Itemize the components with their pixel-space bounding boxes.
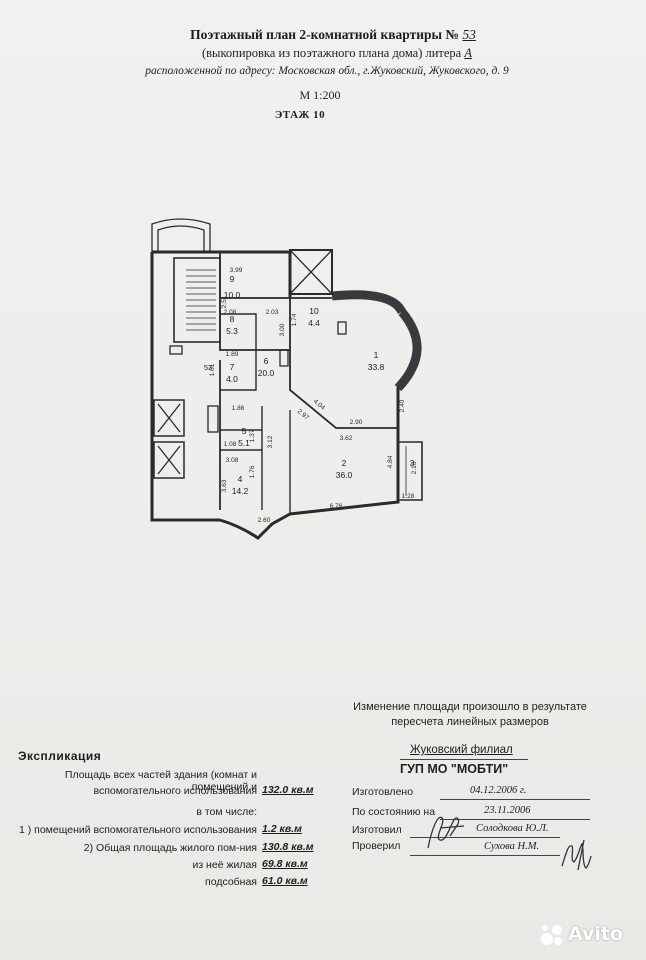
room-5-area: 5.1 <box>238 438 250 448</box>
signature-line <box>410 855 560 856</box>
explication-label: в том числе: <box>196 806 257 818</box>
signature-line <box>410 837 560 838</box>
checked-by-name: Сухова Н.М. <box>484 841 540 852</box>
explication-title: Экспликация <box>18 749 102 763</box>
dim-label: 2.03 <box>266 309 279 316</box>
dim-label: 2.60 <box>258 517 271 524</box>
dim-label: 4.84 <box>387 455 394 468</box>
room-8-id: 8 <box>230 314 235 324</box>
room-6-area: 20.0 <box>258 368 275 378</box>
explication-value: 130.8 кв.м <box>262 841 314 853</box>
litera: А <box>464 46 472 60</box>
shaft <box>289 249 333 295</box>
explication-value: 132.0 кв.м <box>262 784 314 796</box>
dim-label: 1.01 <box>209 363 216 376</box>
dim-label: 3.12 <box>267 435 274 448</box>
floor-plan: 1 33.8 2 36.0 3 4 14.2 5 5.1 6 20.0 7 4.… <box>150 218 423 540</box>
explication-value: 1.2 кв.м <box>262 823 302 835</box>
dim-label: 2.51 <box>221 295 228 308</box>
apartment-mark: 53 <box>204 363 212 372</box>
bay-window <box>331 290 407 315</box>
organization-name: ГУП МО "МОБТИ" <box>400 762 509 776</box>
page-title: Поэтажный план 2-комнатной квартиры № 53 <box>0 27 646 43</box>
made-date: 04.12.2006 г. <box>470 785 527 796</box>
address: расположенной по адресу: Московская обл.… <box>145 65 509 77</box>
explication-label: подсобная <box>205 876 257 888</box>
dim-label: 3.62 <box>340 435 353 442</box>
fixture <box>169 345 183 355</box>
room-4-area: 14.2 <box>232 486 249 496</box>
made-label: Изготовлено <box>352 786 414 798</box>
status-date: 23.11.2006 <box>484 805 531 816</box>
status-label: По состоянию на <box>352 806 436 818</box>
room-2-area: 36.0 <box>336 470 353 480</box>
dim-label: 1.28 <box>402 493 415 500</box>
signature-line <box>440 799 590 800</box>
signature-line <box>440 819 590 820</box>
dim-label: 2.08 <box>224 309 237 316</box>
dim-label: 2.90 <box>350 419 363 426</box>
lift-1 <box>153 399 185 437</box>
dim-label: 1.86 <box>232 405 245 412</box>
floor-label: ЭТАЖ 10 <box>274 109 326 121</box>
dim-label: 1.08 <box>224 441 237 448</box>
explication-label: из неё жилая <box>192 859 257 871</box>
outer-wall-bottom <box>219 472 400 540</box>
page-subtitle: (выкопировка из поэтажного плана дома) л… <box>0 46 646 61</box>
explication-label: 1 ) помещений вспомогательного использов… <box>18 824 257 836</box>
outer-wall-left <box>150 252 220 522</box>
subtitle-prefix: (выкопировка из поэтажного плана дома) л… <box>201 46 462 60</box>
dim-label: 1.76 <box>249 465 256 478</box>
note-line-2: пересчета линейных размеров <box>391 716 549 728</box>
room-3-outline <box>398 441 423 501</box>
dim-label: 1.37 <box>249 429 256 442</box>
explication-label: Площадь всех частей здания (комнат и пом… <box>64 769 257 793</box>
dim-label: 2.16 <box>411 461 418 474</box>
avito-logo-icon <box>541 925 562 945</box>
room-7-id: 7 <box>230 362 235 372</box>
dim-label: 3.08 <box>226 457 239 464</box>
apartment-number: 53 <box>462 27 476 42</box>
room-1-area: 33.8 <box>368 362 385 372</box>
dim-label: 3.00 <box>279 323 286 336</box>
handwritten-signature-2 <box>561 839 592 871</box>
room-10-id: 10 <box>309 306 319 316</box>
explication-label: вспомогательного использования <box>93 785 257 797</box>
handwritten-signature-1 <box>427 816 465 849</box>
room-4-id: 4 <box>238 474 243 484</box>
branch-name: Жуковский филиал <box>410 744 513 756</box>
checked-by-label: Проверил <box>352 840 401 852</box>
made-by-name: Солодкова Ю.Л. <box>476 823 549 834</box>
dim-label: 1.74 <box>291 313 298 326</box>
avito-brand-text: Avito <box>568 923 624 945</box>
room-8-area: 5.3 <box>226 326 238 336</box>
balcony-top <box>151 218 211 252</box>
room-7-area: 4.0 <box>226 374 238 384</box>
room-3-id: 3 <box>410 458 415 468</box>
room-6-id: 6 <box>264 356 269 366</box>
made-by-label: Изготовил <box>352 824 402 836</box>
explication-label: 2) Общая площадь жилого пом-ния <box>83 842 257 854</box>
scale-label: М 1:200 <box>299 88 341 102</box>
room-9-area: 10.0 <box>224 290 241 300</box>
branch-underline <box>400 759 528 760</box>
lift-2 <box>153 441 185 479</box>
title-prefix: Поэтажный план 2-комнатной квартиры № <box>190 27 459 42</box>
room-10-area: 4.4 <box>308 318 320 328</box>
dim-label: 2.40 <box>399 399 406 412</box>
explication-value: 61.0 кв.м <box>262 875 308 887</box>
dim-label: 2.97 <box>296 408 310 422</box>
dim-label: 3.99 <box>230 267 243 274</box>
room-1-id: 1 <box>374 350 379 360</box>
explication-value: 69.8 кв.м <box>262 858 308 870</box>
room-9-id: 9 <box>230 274 235 284</box>
avito-watermark: Avito <box>538 921 638 949</box>
outer-wall-top <box>152 250 292 298</box>
room-5-id: 5 <box>242 426 247 436</box>
dim-label: 6.76 <box>330 503 343 510</box>
note-line-1: Изменение площади произошло в результате <box>353 701 587 713</box>
dim-label: 1.89 <box>226 351 239 358</box>
room-2-id: 2 <box>342 458 347 468</box>
dim-label: 3.63 <box>221 479 228 492</box>
